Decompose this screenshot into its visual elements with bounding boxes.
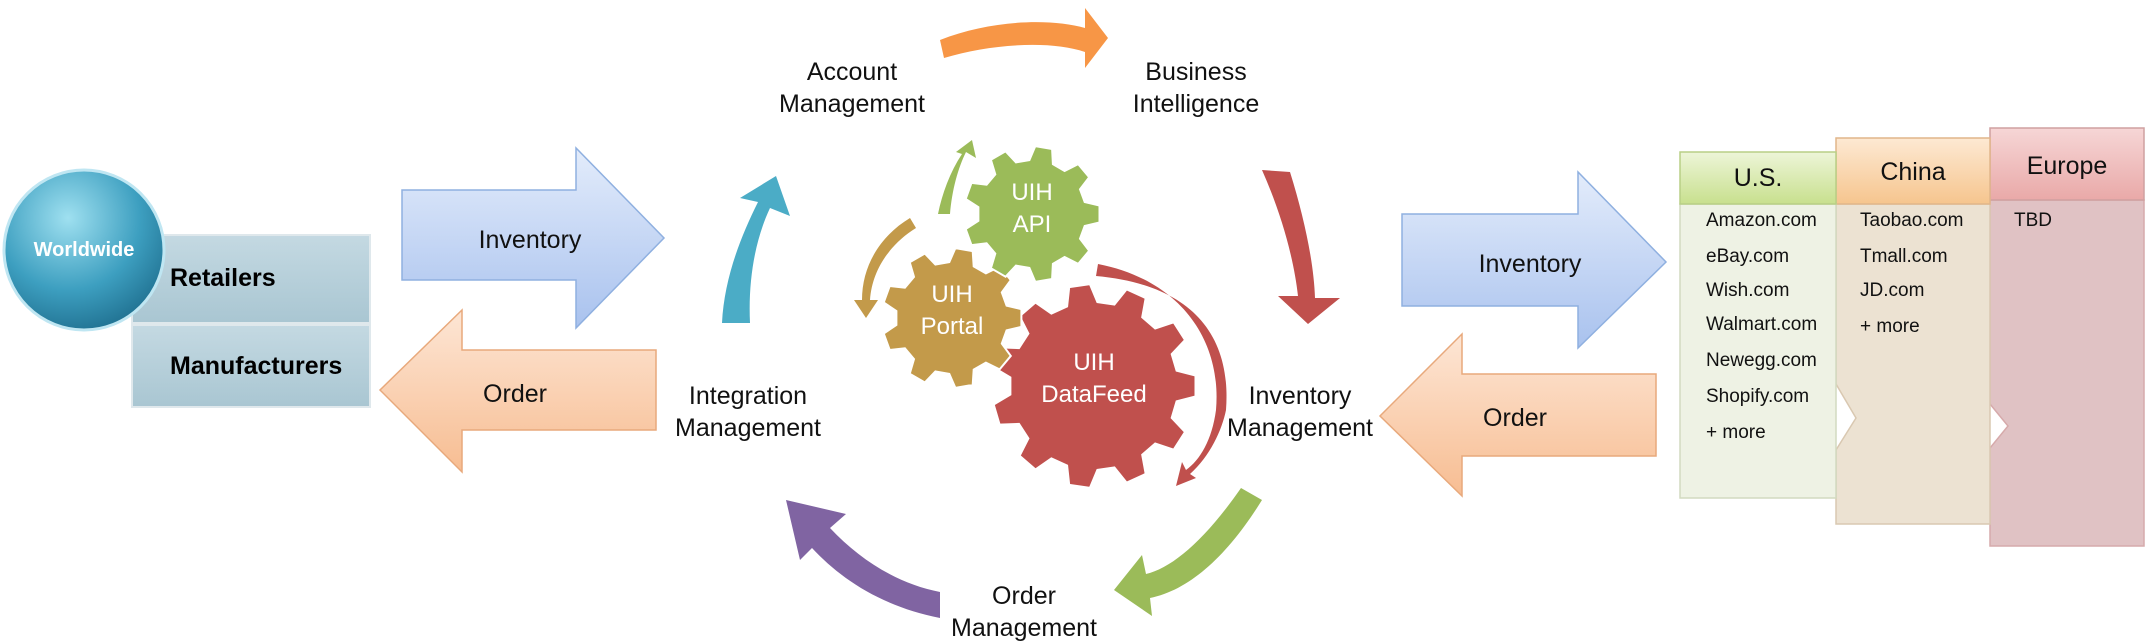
right-inventory-label: Inventory <box>1479 250 1582 278</box>
svg-text:Portal: Portal <box>921 313 984 340</box>
cycle-arrow-green <box>1114 488 1262 616</box>
svg-text:API: API <box>1013 211 1052 238</box>
china-item-0: Taobao.com <box>1860 210 1964 231</box>
gear-arrow-gold <box>854 218 916 318</box>
europe-item-0: TBD <box>2014 210 2052 231</box>
svg-text:Management: Management <box>779 90 925 118</box>
svg-text:Inventory: Inventory <box>1249 382 1352 410</box>
svg-text:Account: Account <box>807 58 897 86</box>
gear-portal: UIH Portal <box>882 246 1023 390</box>
svg-text:Intelligence: Intelligence <box>1133 90 1259 118</box>
china-title: China <box>1880 158 1945 186</box>
svg-text:Management: Management <box>1227 414 1373 442</box>
worldwide-badge <box>2 168 166 332</box>
market-europe: Europe TBD <box>1989 127 2145 547</box>
us-title: U.S. <box>1734 164 1783 192</box>
left-inventory-label: Inventory <box>479 226 582 254</box>
svg-text:UIH: UIH <box>1011 179 1052 206</box>
right-inventory-arrow: Inventory <box>1401 170 1668 350</box>
svg-text:Management: Management <box>675 414 821 442</box>
manufacturers-box <box>131 324 371 408</box>
svg-text:Order: Order <box>992 582 1056 610</box>
us-item-3: Walmart.com <box>1706 314 1817 335</box>
us-item-1: eBay.com <box>1706 246 1789 267</box>
order-management-label: Order Management <box>951 582 1097 642</box>
retailers-box <box>131 234 371 324</box>
left-order-label: Order <box>483 380 547 408</box>
us-item-2: Wish.com <box>1706 280 1789 301</box>
cycle-arrow-purple <box>786 500 940 618</box>
gear-arrow-red <box>1096 264 1227 486</box>
cycle-arrow-teal <box>722 176 790 323</box>
europe-title: Europe <box>2027 152 2108 180</box>
us-item-5: Shopify.com <box>1706 386 1809 407</box>
market-china: China Taobao.com Tmall.com JD.com + more <box>1835 137 1991 525</box>
worldwide-label: Worldwide <box>34 239 135 261</box>
svg-text:UIH: UIH <box>931 281 972 308</box>
svg-text:Management: Management <box>951 614 1097 642</box>
integration-management-label: Integration Management <box>675 382 821 442</box>
business-intelligence-label: Business Intelligence <box>1133 58 1259 118</box>
us-item-6: + more <box>1706 422 1766 443</box>
gear-datafeed: UIH DataFeed <box>992 282 1197 490</box>
svg-text:DataFeed: DataFeed <box>1041 381 1146 408</box>
manufacturers-label: Manufacturers <box>170 352 342 380</box>
left-inventory-arrow: Inventory <box>401 146 666 330</box>
us-item-0: Amazon.com <box>1706 210 1817 231</box>
china-item-2: JD.com <box>1860 280 1924 301</box>
market-us: U.S. Amazon.com eBay.com Wish.com Walmar… <box>1679 151 1837 499</box>
us-item-4: Newegg.com <box>1706 350 1817 371</box>
right-order-arrow: Order <box>1378 332 1657 498</box>
right-order-label: Order <box>1483 404 1547 432</box>
account-management-label: Account Management <box>779 58 925 118</box>
left-order-arrow: Order <box>378 308 657 474</box>
china-item-3: + more <box>1860 316 1920 337</box>
gear-arrow-green <box>938 140 976 214</box>
svg-text:UIH: UIH <box>1073 349 1114 376</box>
inventory-management-label: Inventory Management <box>1227 382 1373 442</box>
svg-text:Integration: Integration <box>689 382 807 410</box>
gear-api: UIH API <box>964 144 1101 284</box>
china-item-1: Tmall.com <box>1860 246 1948 267</box>
left-entity-group: Retailers Manufacturers Worldwide <box>2 168 371 408</box>
svg-text:Business: Business <box>1145 58 1246 86</box>
retailers-label: Retailers <box>170 264 276 292</box>
cycle-arrow-red <box>1262 170 1340 324</box>
cycle-arrow-orange <box>940 8 1108 68</box>
